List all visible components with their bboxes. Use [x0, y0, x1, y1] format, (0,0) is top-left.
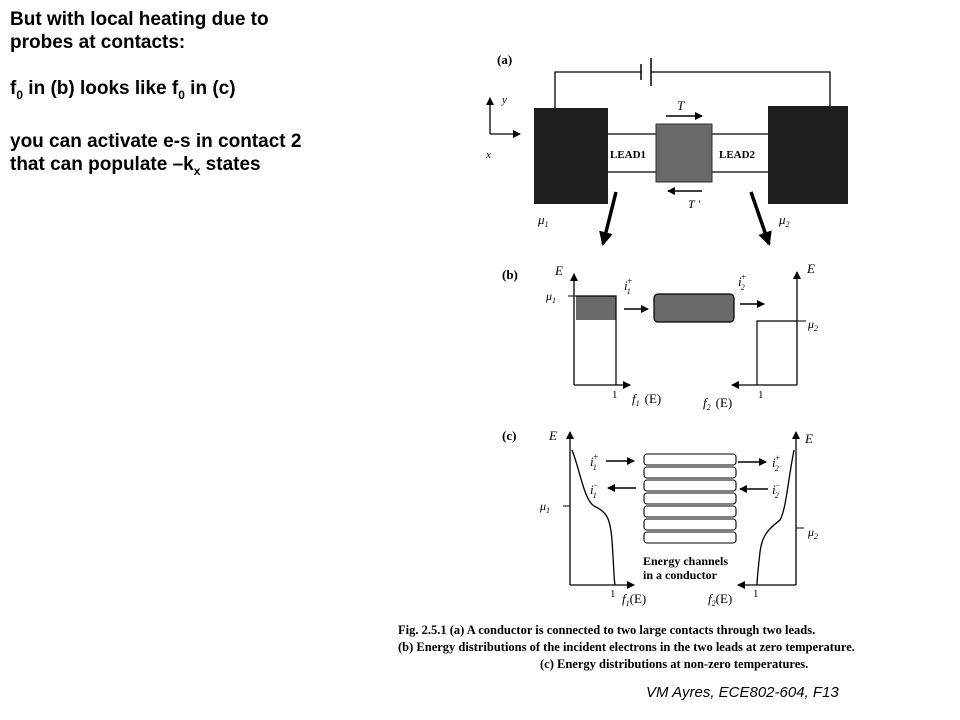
one-label-left-b: 1	[612, 389, 618, 401]
panel-b-tag: (b)	[502, 267, 518, 282]
f2-label-c: f2(E)	[708, 591, 732, 608]
conductor-sample	[655, 123, 713, 183]
slide-footer: VM Ayres, ECE802-604, F13	[646, 684, 839, 701]
t-prime-label: T '	[688, 197, 700, 211]
conductor-b	[653, 293, 735, 323]
caption-line-2: (b) Energy distributions of the incident…	[398, 640, 855, 654]
panel-c: (c) E μ1 1 f1(E) i+1 i−1 Energy channels…	[502, 428, 818, 608]
energy-channels-stack	[643, 453, 737, 544]
i1-plus-label-c: i+1	[590, 452, 599, 472]
coordinate-axes: y x	[485, 94, 521, 161]
down-arrow-right	[749, 191, 772, 246]
energy-axis-right-b: E	[806, 261, 815, 276]
note-activate-electrons: you can activate e-s in contact 2 that c…	[10, 130, 302, 178]
one-label-left-c: 1	[610, 588, 616, 600]
down-arrow-left	[599, 191, 618, 246]
channels-caption-line2: in a conductor	[643, 568, 718, 582]
panel-c-tag: (c)	[502, 428, 516, 443]
f2-step	[756, 320, 797, 385]
i2-minus-label-c: i−2	[772, 480, 781, 500]
mu1-label-b: μ1	[545, 289, 556, 305]
filled-states-left	[576, 296, 616, 320]
axis-x-label: x	[485, 149, 491, 161]
lead1-label: LEAD1	[610, 149, 646, 161]
f1-step	[576, 295, 617, 385]
battery-circuit	[554, 58, 831, 108]
note-f0-comparison: f0 in (b) looks like f0 in (c)	[10, 78, 236, 102]
slide-notes: But with local heating due to probes at …	[10, 8, 390, 206]
leads	[608, 133, 768, 173]
axis-y-label: y	[501, 94, 507, 106]
mu2-label-a: μ2	[778, 212, 790, 229]
i1-plus-label-b: i+1	[624, 276, 633, 296]
panel-b: (b) E μ1 1 f1(E) i+1 i+2 E μ2 1 f2(E)	[502, 261, 818, 412]
i2-plus-label-b: i+2	[738, 272, 747, 292]
energy-axis-left-c: E	[548, 428, 557, 443]
channels-caption-line1: Energy channels	[643, 554, 728, 568]
f2-fermi-curve	[756, 449, 795, 586]
figure-caption: Fig. 2.5.1 (a) A conductor is connected …	[398, 623, 855, 671]
one-label-right-b: 1	[758, 389, 764, 401]
f1-label-c: f1(E)	[622, 591, 646, 608]
note-local-heating: But with local heating due to probes at …	[10, 9, 269, 53]
f2-label-b: f2(E)	[703, 395, 732, 412]
f1-fermi-curve	[571, 449, 616, 586]
energy-axis-left-b: E	[554, 263, 563, 278]
panel-a: (a) y x LEAD1 LEAD2 T T	[485, 52, 848, 246]
caption-line-1: Fig. 2.5.1 (a) A conductor is connected …	[398, 623, 815, 637]
mu2-label-c: μ2	[807, 525, 818, 541]
i2-plus-label-c: i+2	[772, 453, 781, 473]
contact-1	[534, 108, 608, 204]
i1-minus-label-c: i−1	[590, 480, 599, 500]
energy-axis-right-c: E	[804, 431, 813, 446]
t-label: T	[677, 98, 685, 113]
contact-2	[768, 106, 848, 204]
lead2-label: LEAD2	[719, 149, 756, 161]
mu1-label-a: μ1	[537, 212, 549, 229]
mu1-label-c: μ1	[539, 499, 550, 515]
panel-a-tag: (a)	[497, 52, 512, 67]
mu2-label-b: μ2	[807, 317, 818, 333]
one-label-right-c: 1	[753, 588, 759, 600]
caption-line-3: (c) Energy distributions at non-zero tem…	[540, 657, 808, 671]
f1-label-b: f1(E)	[632, 391, 661, 408]
